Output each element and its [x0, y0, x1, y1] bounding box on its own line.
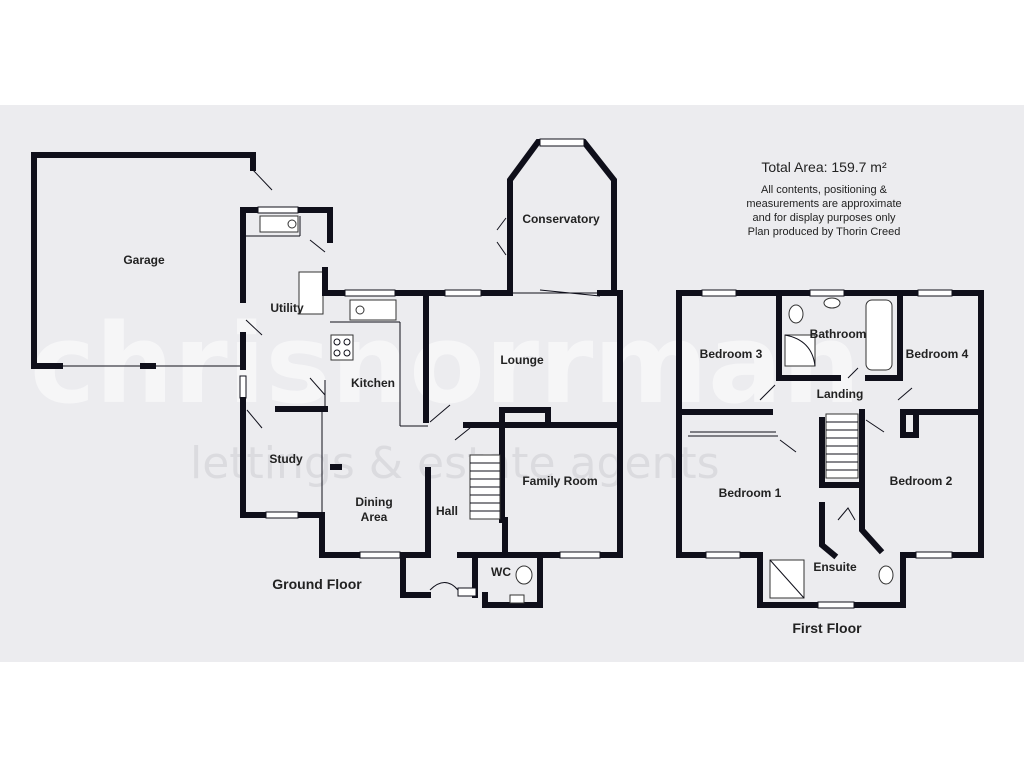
room-label-wc: WC [491, 565, 511, 579]
room-label-bedroom2: Bedroom 2 [890, 474, 953, 488]
room-label-garage: Garage [123, 253, 165, 267]
room-label-bathroom: Bathroom [810, 327, 867, 341]
first-floor-plan [676, 289, 984, 609]
watermark-tagline: lettings & estate agents [190, 438, 720, 489]
disclaimer-line-3: and for display purposes only [752, 212, 896, 224]
room-label-ensuite: Ensuite [813, 560, 857, 574]
room-label-family-room: Family Room [522, 474, 597, 488]
disclaimer-line-4: Plan produced by Thorin Creed [748, 226, 901, 238]
ground-floor-plan [31, 138, 623, 608]
room-label-dining-line2: Area [361, 510, 388, 524]
ground-floor-stairs [469, 454, 501, 520]
room-label-lounge: Lounge [500, 353, 544, 367]
first-floor-title: First Floor [792, 620, 862, 636]
room-label-utility: Utility [270, 301, 304, 315]
total-area-text: Total Area: 159.7 m² [761, 159, 887, 175]
disclaimer-line-2: measurements are approximate [746, 198, 901, 210]
room-label-bedroom4: Bedroom 4 [906, 347, 969, 361]
watermark-logo: chrisnorrman [30, 300, 860, 428]
room-label-bedroom1: Bedroom 1 [719, 486, 782, 500]
room-label-conservatory: Conservatory [522, 212, 600, 226]
room-label-landing: Landing [817, 387, 864, 401]
disclaimer-line-1: All contents, positioning & [761, 184, 888, 196]
room-label-bedroom3: Bedroom 3 [700, 347, 763, 361]
room-label-hall: Hall [436, 504, 458, 518]
ground-floor-title: Ground Floor [272, 576, 362, 592]
room-label-kitchen: Kitchen [351, 376, 395, 390]
room-label-study: Study [269, 452, 303, 466]
room-label-dining-line1: Dining [355, 495, 392, 509]
